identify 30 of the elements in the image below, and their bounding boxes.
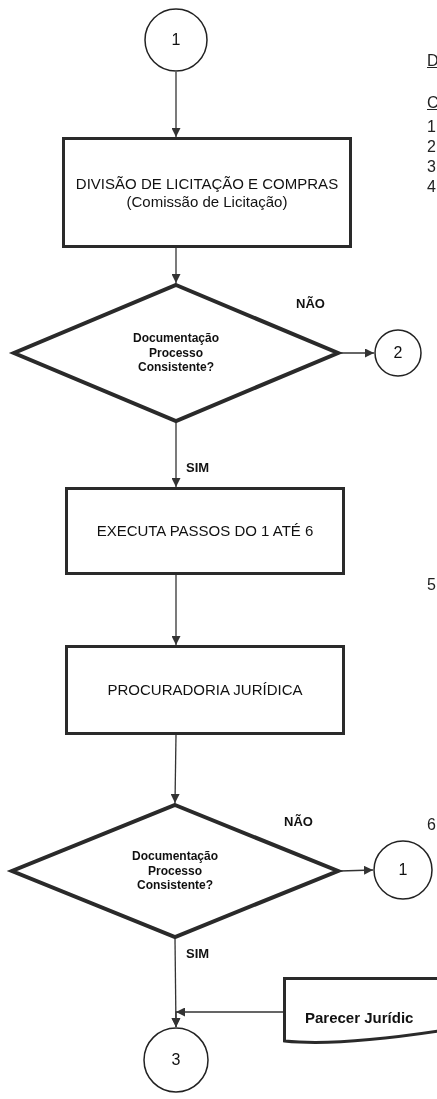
node-label: Documentação Processo Consistente? bbox=[131, 849, 219, 893]
margin-text: 6 bbox=[427, 816, 436, 834]
edge-label: SIM bbox=[186, 460, 210, 475]
arrow bbox=[170, 734, 180, 804]
box-subtitle: (Comissão de Licitação) bbox=[126, 192, 288, 211]
arrow bbox=[339, 348, 375, 358]
arrow bbox=[172, 1008, 284, 1028]
arrow bbox=[171, 422, 181, 488]
connector-number: 1 bbox=[398, 860, 408, 880]
margin-text: 5 bbox=[427, 576, 436, 594]
arrow bbox=[171, 574, 181, 646]
margin-text: D bbox=[427, 52, 437, 70]
edge-label: NÃO bbox=[296, 296, 325, 311]
node-label: EXECUTA PASSOS DO 1 ATÉ 6 bbox=[96, 522, 314, 540]
node-label: PROCURADORIA JURÍDICA bbox=[107, 681, 303, 699]
connector-number: 1 bbox=[171, 30, 181, 50]
margin-text: 4 bbox=[427, 178, 436, 196]
edge-label: NÃO bbox=[284, 814, 313, 829]
edge-label: SIM bbox=[186, 946, 210, 961]
margin-text: 1 bbox=[427, 118, 436, 136]
arrow bbox=[339, 865, 374, 875]
arrow bbox=[171, 71, 181, 138]
node-label: Parecer Jurídic bbox=[305, 1009, 414, 1027]
arrow bbox=[171, 247, 181, 284]
node-label: Documentação Processo Consistente? bbox=[132, 331, 220, 375]
connector-number: 2 bbox=[393, 343, 403, 363]
node-label: DIVISÃO DE LICITAÇÃO E COMPRAS bbox=[75, 174, 339, 193]
connector-number: 3 bbox=[171, 1050, 181, 1070]
margin-text: 2 bbox=[427, 138, 436, 156]
margin-text: 3 bbox=[427, 158, 436, 176]
